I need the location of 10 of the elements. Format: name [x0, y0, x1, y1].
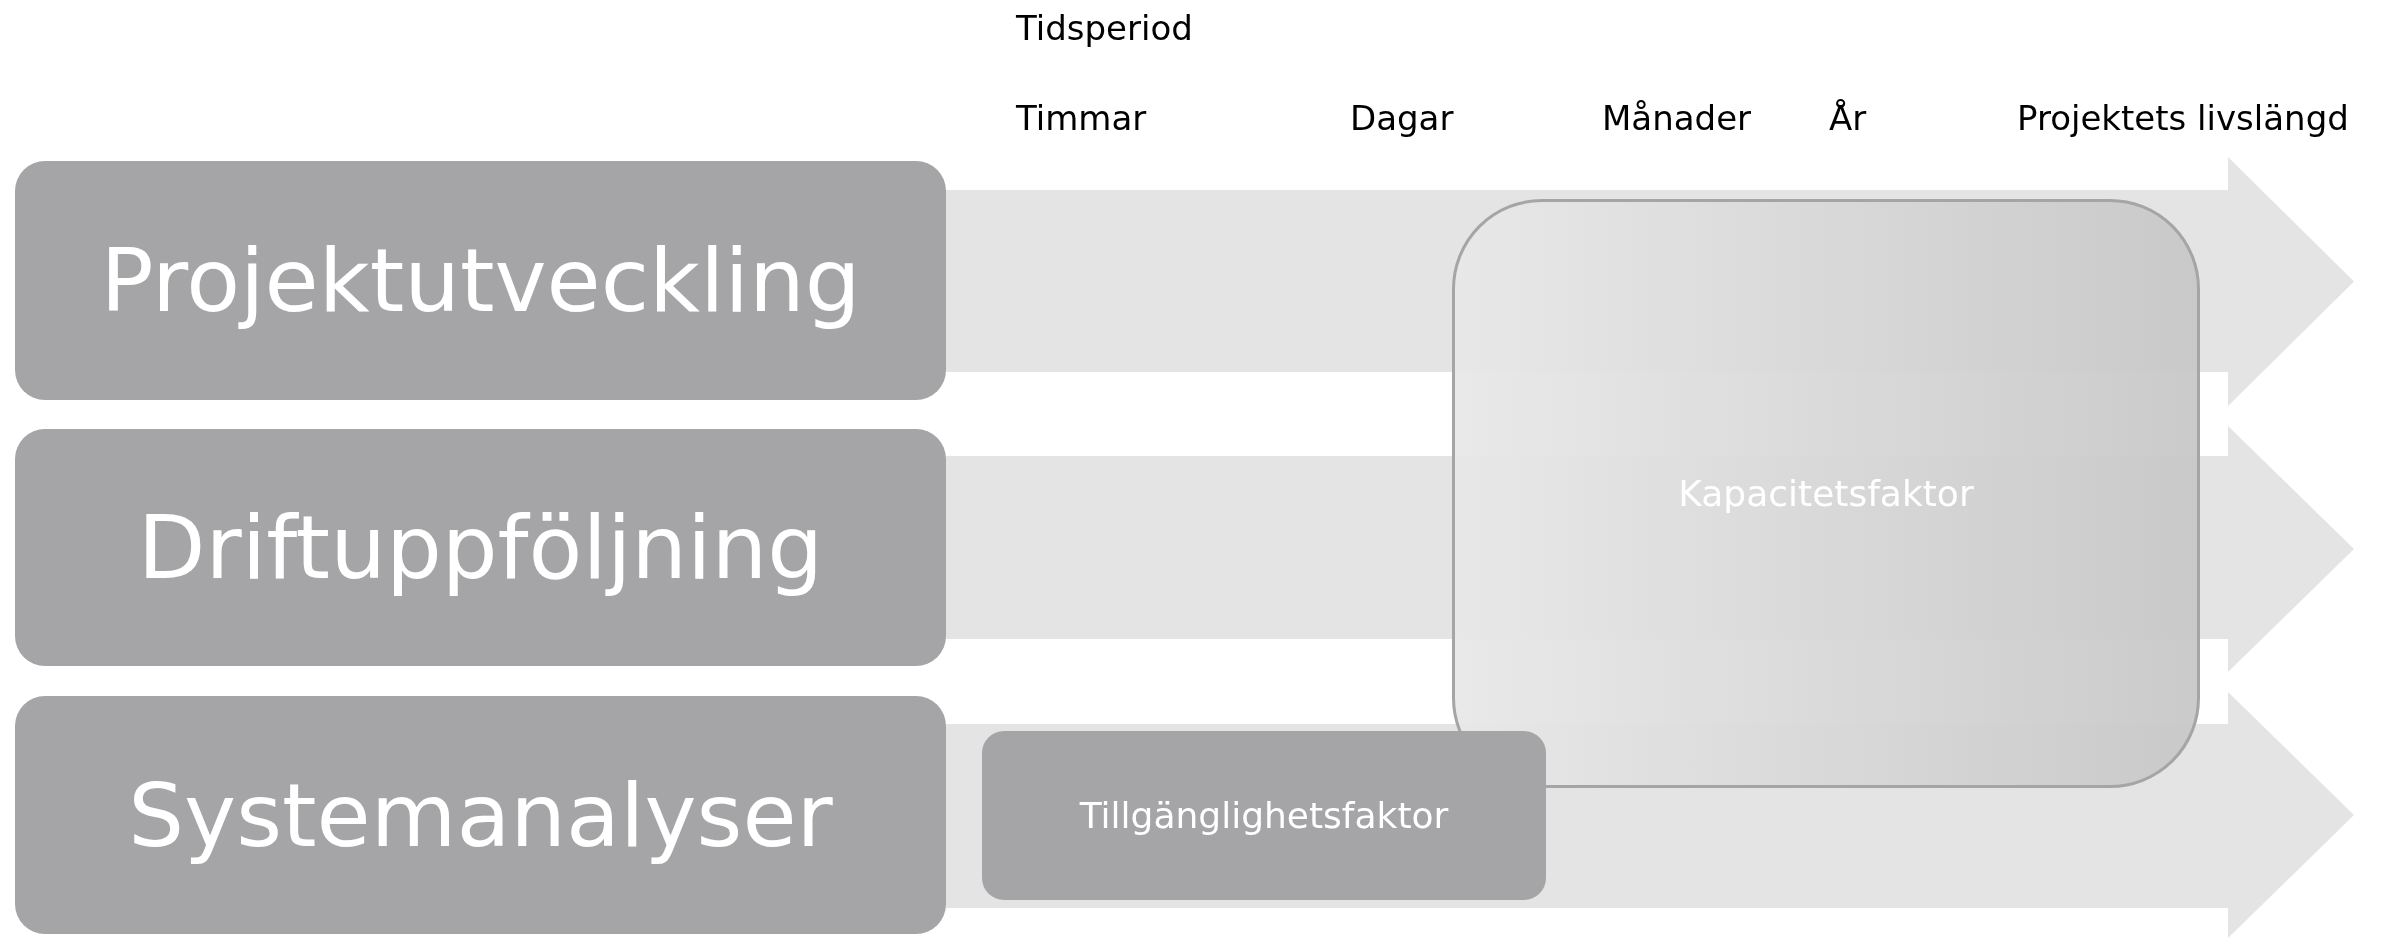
row-heading-box: Projektutveckling — [15, 161, 946, 400]
axis-title: Tidsperiod — [1016, 8, 1193, 48]
time-scale-label: Projektets livslängd — [2017, 98, 2349, 138]
range-box: Tillgänglighetsfaktor — [982, 731, 1546, 900]
time-scale-label: Dagar — [1350, 98, 1454, 138]
time-scale-label: År — [1829, 98, 1867, 138]
time-scale-label: Timmar — [1016, 98, 1147, 138]
time-scale-label: Månader — [1602, 98, 1752, 138]
row-heading-box: Driftuppföljning — [15, 429, 946, 666]
row-heading-box: Systemanalyser — [15, 696, 946, 934]
